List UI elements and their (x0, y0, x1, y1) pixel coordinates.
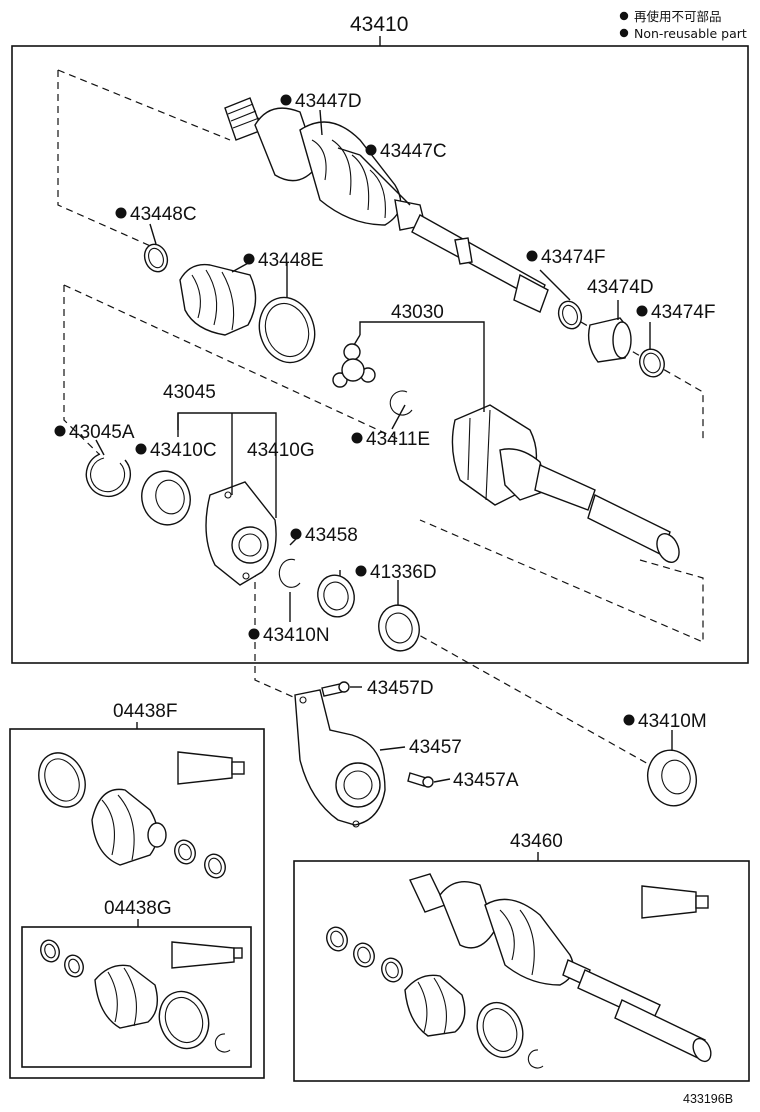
inner-boot-drawing (179, 263, 316, 364)
legend-line-english: Non-reusable part (634, 26, 747, 41)
bracket-43457-drawing (294, 681, 434, 828)
label-43045[interactable]: 43045 (163, 382, 216, 403)
bearing-43410c-drawing (141, 470, 191, 526)
label-43474f-upper[interactable]: 43474F (541, 247, 605, 268)
dashed-guide (419, 519, 704, 643)
clamp-43448c-drawing (143, 243, 169, 273)
legend-line-japanese: 再使用不可部品 (634, 9, 722, 24)
label-43410g[interactable]: 43410G (247, 440, 315, 461)
kit-frame-04438f (9, 728, 265, 1079)
label-41336d[interactable]: 41336D (370, 562, 437, 583)
shaft-kit-43460-drawing (326, 873, 712, 1069)
label-43474f-lower[interactable]: 43474F (651, 302, 715, 323)
outer-cv-shaft-drawing (224, 97, 549, 313)
label-43457d[interactable]: 43457D (367, 678, 434, 699)
label-43458[interactable]: 43458 (305, 525, 358, 546)
kit-frame-43460 (293, 860, 750, 1082)
legend-dot-icon (619, 28, 629, 38)
label-43457a[interactable]: 43457A (453, 770, 519, 791)
bearing-43410m-drawing (647, 749, 697, 807)
label-43460[interactable]: 43460 (510, 831, 563, 852)
dashed-guide (63, 285, 101, 456)
label-04438f[interactable]: 04438F (113, 701, 177, 722)
label-43474d[interactable]: 43474D (587, 277, 654, 298)
boot-kit-04438f-drawing (38, 751, 245, 879)
dashed-guide (63, 284, 401, 441)
tripod-joint-drawing (332, 343, 376, 388)
diagram-code: 433196B (683, 1092, 733, 1106)
assembly-frame-43410 (11, 45, 749, 664)
seals-drawing (278, 558, 420, 652)
part-labels: 43447D 43447C 43448C 43448E 43474F 43474… (54, 91, 715, 791)
label-43410n[interactable]: 43410N (263, 625, 330, 646)
dashed-guide (409, 629, 651, 766)
legend-dot-icon (619, 11, 629, 21)
bearing-bracket-drawing (205, 481, 277, 586)
inner-joint-shaft-drawing (451, 404, 680, 563)
label-43045a[interactable]: 43045A (69, 422, 135, 443)
snap-ring-43411e-drawing (389, 390, 413, 416)
damper-clamps-drawing (557, 300, 665, 378)
dashed-guide (57, 70, 156, 249)
label-43447d[interactable]: 43447D (295, 91, 362, 112)
label-43410[interactable]: 43410 (350, 13, 408, 36)
label-43447c[interactable]: 43447C (380, 141, 447, 162)
dashed-guide (559, 309, 704, 442)
label-43457[interactable]: 43457 (409, 737, 462, 758)
label-43030[interactable]: 43030 (391, 302, 444, 323)
dashed-guide (57, 69, 231, 141)
label-43448c[interactable]: 43448C (130, 204, 197, 225)
label-04438g[interactable]: 04438G (104, 898, 172, 919)
snap-ring-43045a-drawing (85, 453, 132, 498)
dashed-guide (254, 570, 301, 701)
label-43411e[interactable]: 43411E (366, 429, 430, 450)
label-43410c[interactable]: 43410C (150, 440, 217, 461)
label-43410m[interactable]: 43410M (638, 711, 707, 732)
leader-lines (95, 109, 673, 783)
label-43448e[interactable]: 43448E (258, 250, 324, 271)
kit-frame-04438g (21, 926, 252, 1068)
boot-kit-04438g-drawing (40, 939, 243, 1053)
legend: 再使用不可部品 Non-reusable part (619, 9, 747, 41)
